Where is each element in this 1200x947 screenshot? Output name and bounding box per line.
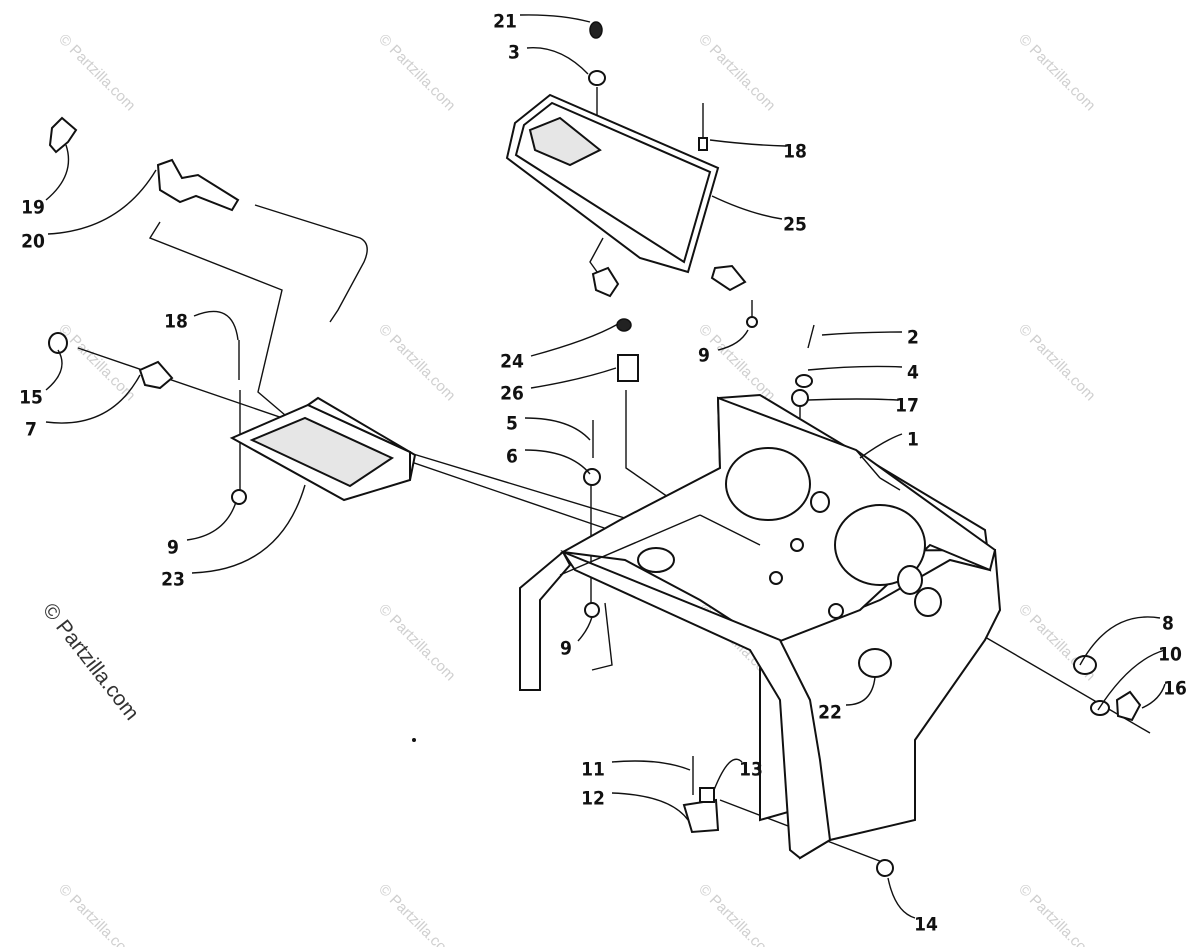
callout-label: 9	[560, 638, 572, 660]
callout-label: 18	[783, 141, 807, 163]
callout-label: 13	[739, 759, 763, 781]
ignition-switch	[48, 116, 368, 323]
callout-label: 9	[167, 537, 179, 559]
map-tray	[229, 396, 417, 502]
callout-label: 22	[818, 702, 842, 724]
callout-label: 10	[1158, 644, 1182, 666]
callout-label: 18	[164, 311, 188, 333]
small-hardware	[48, 21, 1142, 877]
callout-label: 14	[914, 914, 938, 936]
watermark: © Partzilla.com	[1015, 31, 1098, 114]
watermark-side: © Partzilla.com	[38, 599, 143, 725]
callout-label: 21	[493, 11, 517, 33]
callout-label: 6	[506, 446, 518, 468]
watermark: © Partzilla.com	[55, 881, 138, 947]
watermark: © Partzilla.com	[1015, 881, 1098, 947]
callout-label: 4	[907, 362, 919, 384]
callout-label: 9	[698, 345, 710, 367]
callout-label: 16	[1163, 678, 1187, 700]
callout-label: 20	[21, 231, 45, 253]
callout-label: 8	[1162, 613, 1174, 635]
callout-label: 17	[895, 395, 919, 417]
leader-lines	[45, 14, 1166, 919]
watermark: © Partzilla.com	[695, 31, 778, 114]
watermark: © Partzilla.com	[375, 881, 458, 947]
watermark: © Partzilla.com	[375, 31, 458, 114]
callout-label: 15	[19, 387, 43, 409]
stray-dot	[412, 738, 416, 742]
console-housing	[519, 393, 1002, 860]
watermark: © Partzilla.com	[695, 881, 778, 947]
watermark: © Partzilla.com	[55, 31, 138, 114]
watermark: © Partzilla.com	[55, 321, 138, 404]
watermark: © Partzilla.com	[375, 601, 458, 684]
callout-label: 11	[581, 759, 605, 781]
callout-label: 3	[508, 42, 520, 64]
watermark: © Partzilla.com	[375, 321, 458, 404]
callout-label: 1	[907, 429, 919, 451]
callout-label: 25	[783, 214, 807, 236]
callout-label: 2	[907, 327, 919, 349]
callout-label: 5	[506, 413, 518, 435]
nameplate-panel	[505, 93, 720, 274]
callout-label: 12	[581, 788, 605, 810]
callout-label: 26	[500, 383, 524, 405]
callout-label: 24	[500, 351, 524, 373]
callout-label: 7	[25, 419, 37, 441]
callout-label: 23	[161, 569, 185, 591]
callout-label: 19	[21, 197, 45, 219]
watermark: © Partzilla.com	[1015, 321, 1098, 404]
